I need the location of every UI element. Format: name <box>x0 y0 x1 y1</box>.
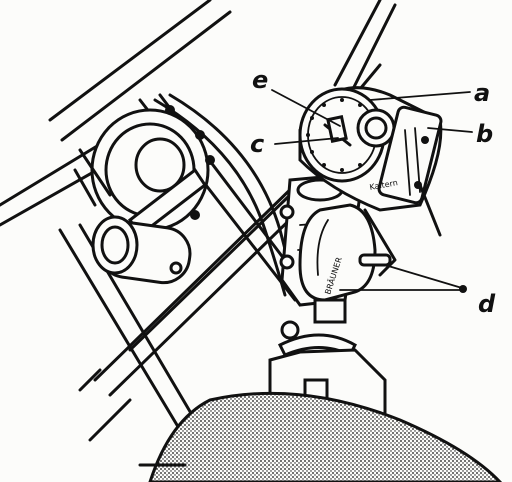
leader-d-dot <box>459 285 467 293</box>
callout-c: c <box>250 130 264 158</box>
leader-b <box>427 127 473 133</box>
seat-cushion <box>138 391 503 482</box>
callout-b: b <box>476 120 493 148</box>
callout-a: a <box>474 79 490 107</box>
callout-d: d <box>478 290 496 318</box>
instrument-head: Kaltern <box>298 86 443 237</box>
leader-e <box>271 89 341 127</box>
leader-c <box>274 137 339 145</box>
crank-knob <box>91 167 208 285</box>
leader-lines <box>271 89 473 293</box>
band-strap: BRÄUNER <box>298 203 397 302</box>
leader-a <box>369 91 471 101</box>
callout-labels: a b c d e <box>250 66 496 318</box>
leader-d1 <box>384 264 463 289</box>
callout-e: e <box>252 66 268 94</box>
